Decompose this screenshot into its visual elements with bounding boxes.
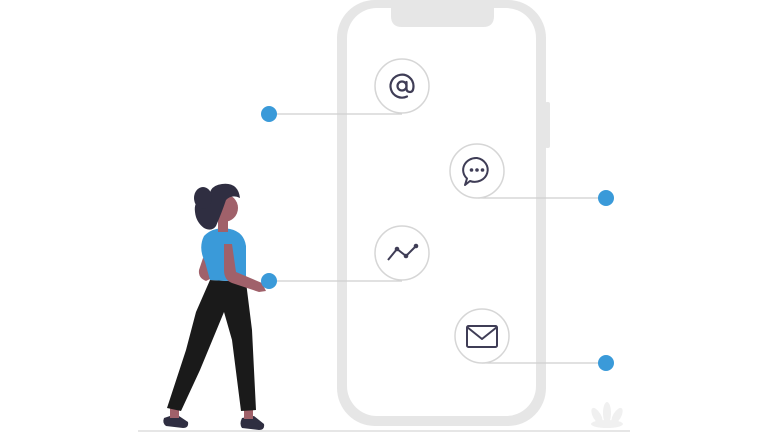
person-shoe	[240, 416, 265, 430]
person-hair	[194, 183, 240, 230]
at-sign-bubble	[374, 58, 430, 114]
accent-dot	[261, 273, 277, 289]
accent-dots	[261, 106, 614, 371]
envelope-icon	[466, 325, 498, 348]
smartphone	[337, 0, 550, 426]
person-shoe	[163, 414, 189, 428]
chat-bubble	[449, 143, 505, 199]
person-pants	[167, 280, 256, 411]
accent-dot	[261, 106, 277, 122]
phone-screen	[347, 8, 536, 416]
at-sign-icon	[389, 73, 415, 99]
connectors	[269, 113, 606, 364]
phone-side-button	[545, 102, 550, 148]
icon-circle	[454, 308, 510, 364]
accent-dot	[598, 190, 614, 206]
trend-line-icon	[387, 243, 419, 261]
phone-notch	[391, 8, 494, 27]
icon-circle	[374, 58, 430, 114]
accent-dot	[598, 355, 614, 371]
chat-bubble-icon	[462, 156, 489, 186]
mail-bubble	[454, 308, 510, 364]
person	[163, 183, 266, 430]
plant-decoration	[591, 402, 623, 428]
trend-bubble	[374, 225, 430, 281]
